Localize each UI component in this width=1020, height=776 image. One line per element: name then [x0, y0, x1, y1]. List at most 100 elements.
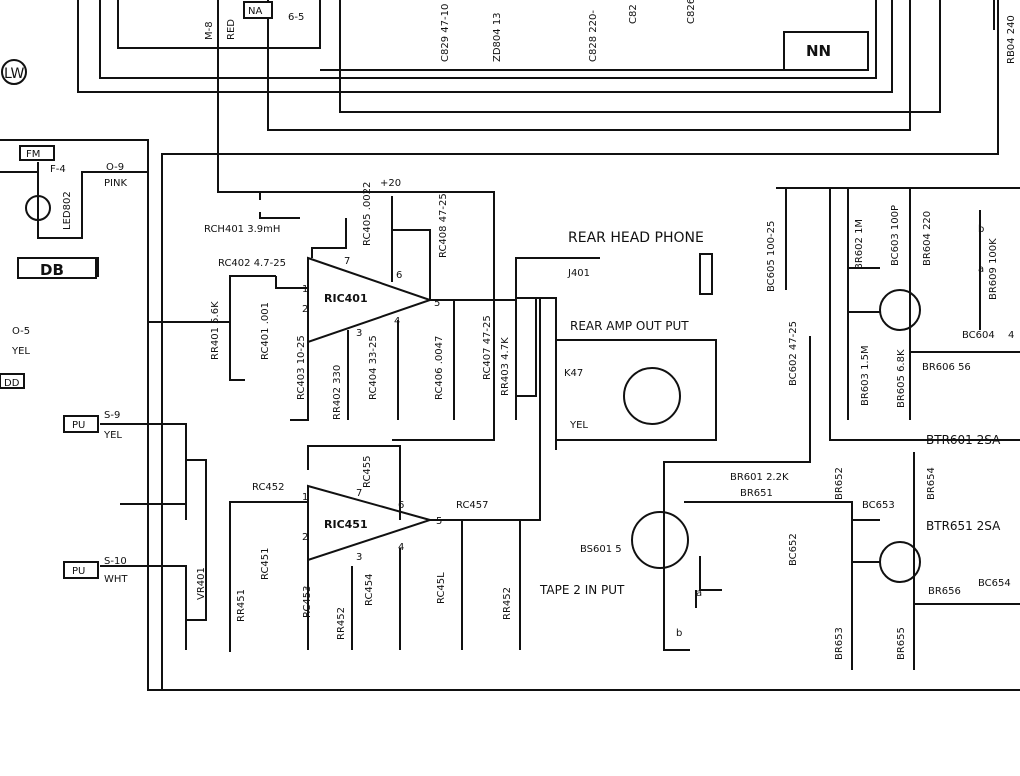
components	[0, 1, 921, 583]
red-label: RED	[226, 19, 237, 40]
rear-amp-output-label: REAR AMP OUT PUT	[570, 319, 689, 333]
bc653-label: BC653	[862, 500, 895, 511]
pu1-label: PU	[72, 420, 85, 431]
a1-label: a	[696, 588, 702, 599]
pu2-label: PU	[72, 566, 85, 577]
br655-label: BR655	[896, 627, 907, 660]
pin2a-label: 2	[302, 304, 308, 315]
rc45l-label: RC45L	[436, 572, 447, 604]
na-box	[243, 1, 273, 19]
transistor-btr601	[879, 289, 921, 331]
rc401-label: RC401 .001	[260, 302, 271, 360]
yel3-label: YEL	[103, 430, 122, 441]
na-label: NA	[248, 6, 262, 17]
o9-label: O-9	[106, 162, 124, 173]
pu-box-1	[63, 415, 99, 433]
br604-label: BR604 220	[922, 211, 933, 266]
btr601-label: BTR601 2SA	[926, 433, 1001, 447]
rch401-label: RCH401 3.9mH	[204, 224, 280, 235]
bc652-label: BC652	[788, 533, 799, 566]
bs601-label: BS601 5	[580, 544, 622, 555]
br602-label: BR602 1M	[854, 219, 865, 270]
rr402-label: RR402 330	[332, 365, 343, 420]
ric401-label: RIC401	[324, 292, 368, 305]
plus20-label: +20	[380, 178, 401, 189]
f4-label: F-4	[50, 164, 66, 175]
tape2-label: TAPE 2 IN PUT	[539, 583, 625, 597]
q65-label: 6-5	[288, 12, 304, 23]
pin6a-label: 6	[396, 270, 402, 281]
phone-jack	[699, 253, 713, 295]
pin3b-label: 3	[356, 552, 362, 563]
rc451-label: RC451	[260, 547, 271, 580]
led802-label: LED802	[62, 191, 73, 230]
rear-head-phone-label: REAR HEAD PHONE	[568, 230, 704, 246]
rc454-label: RC454	[364, 573, 375, 606]
bc602-label: BC602 47-25	[788, 321, 799, 386]
pin3a-label: 3	[356, 328, 362, 339]
br609-label: BR609 100K	[988, 238, 999, 300]
rc403-label: RC403 10-25	[296, 335, 307, 400]
pin1b-label: 1	[302, 492, 308, 503]
fm-label: FM	[26, 149, 40, 160]
pin5b-label: 5	[436, 516, 442, 527]
pin2b-label: 2	[302, 532, 308, 543]
wht-label: WHT	[104, 574, 128, 585]
rr403-label: RR403 4.7K	[500, 337, 511, 396]
pu-box-2	[63, 561, 99, 579]
br653-label: BR653	[834, 627, 845, 660]
br656-label: BR656	[928, 586, 961, 597]
br651-label: BR651	[740, 488, 773, 499]
btr651-label: BTR651 2SA	[926, 519, 1001, 533]
bc604-label: BC604	[962, 330, 995, 341]
rc406-label: RC406 .0047	[434, 336, 445, 400]
din-socket-output	[623, 367, 681, 425]
pin7b-label: 7	[356, 488, 362, 499]
rr452-label: RR452	[336, 607, 347, 640]
rc404-label: RC404 33-25	[368, 335, 379, 400]
ric451-label: RIC451	[324, 518, 368, 531]
wires	[0, 0, 1020, 691]
o5-label: O-5	[12, 326, 30, 337]
m8-label: M-8	[204, 21, 215, 40]
rr401-label: RR401 5.6K	[210, 301, 221, 360]
fm-box	[19, 145, 55, 161]
b1-label: b	[676, 628, 682, 639]
rc407-label: RC407 47-25	[482, 315, 493, 380]
ww-circle	[1, 59, 27, 85]
pin7a-label: 7	[344, 256, 350, 267]
db-box	[17, 257, 97, 279]
rc457-label: RC457	[456, 500, 489, 511]
rc408-label: RC408 47-25	[438, 193, 449, 258]
c82-label: C82	[628, 4, 639, 24]
s10-label: S-10	[104, 556, 127, 567]
br603-label: BR603 1.5M	[860, 345, 871, 406]
dd-box	[0, 373, 25, 389]
j401-label: J401	[567, 268, 590, 279]
br601-label: BR601 2.2K	[730, 472, 789, 483]
c826-label: C826	[686, 0, 697, 24]
pink-label: PINK	[104, 178, 127, 189]
yel-label: YEL	[11, 346, 30, 357]
s9-label: S-9	[104, 410, 120, 421]
vr401-label: VR401	[196, 567, 207, 600]
bc654-label: BC654	[978, 578, 1011, 589]
pin1a-label: 1	[302, 284, 308, 295]
rr452b-label: RR452	[502, 587, 513, 620]
four-label: 4	[1008, 330, 1014, 341]
c829-label: C829 47-10	[440, 4, 451, 62]
dd-label: DD	[4, 378, 20, 389]
rc455-label: RC455	[362, 455, 373, 488]
ww-label: LW	[4, 66, 25, 82]
rc453-label: RC453	[302, 585, 313, 618]
br606-label: BR606 56	[922, 362, 971, 373]
br605-label: BR605 6.8K	[896, 349, 907, 408]
bc605-label: BC605 100-25	[766, 221, 777, 292]
bc603-label: BC603 100P	[890, 205, 901, 266]
pin4b-label: 4	[398, 542, 404, 553]
b2-label: b	[978, 224, 984, 235]
pin5a-label: 5	[434, 298, 440, 309]
rc452-label: RC452	[252, 482, 285, 493]
a2-label: a	[978, 264, 984, 275]
